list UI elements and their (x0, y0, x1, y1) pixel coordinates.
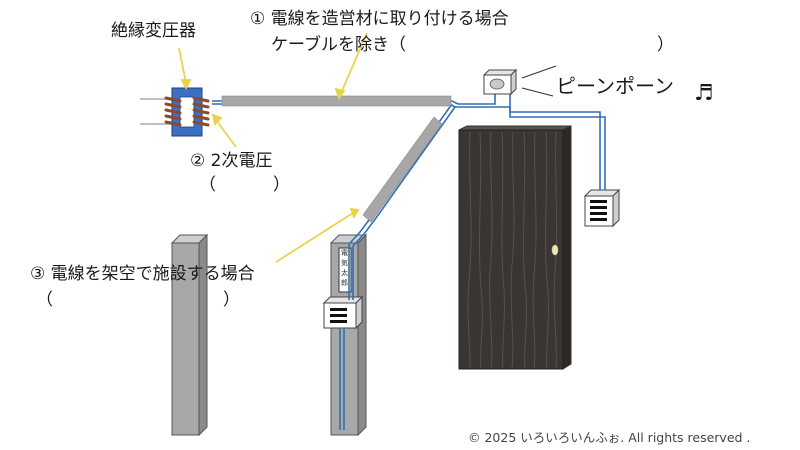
indoor-intercom (583, 188, 621, 228)
left-pillar (170, 233, 209, 437)
case2-title: ② 2次電圧 (190, 151, 273, 171)
transformer-label: 絶縁変圧器 (111, 21, 196, 41)
gate-intercom (322, 295, 364, 330)
case3-answer-open: （ (36, 290, 53, 310)
callout-pointers (178, 32, 368, 263)
case1-subtitle: ケーブルを除き（ (271, 35, 406, 55)
chime-unit (482, 68, 518, 96)
chime-sound-text: ピーンポーン (556, 74, 674, 98)
case2-answer-close: ） (273, 175, 290, 195)
cable-sleeve-horizontal (221, 95, 452, 107)
case3-answer-close: ） (223, 290, 240, 310)
transformer (164, 87, 210, 137)
case1-answer-close: ） (657, 35, 674, 55)
nameplate (338, 247, 352, 293)
case1-title: ① 電線を造営材に取り付ける場合 (250, 9, 509, 29)
cable-sleeve-diagonal (362, 116, 443, 223)
case2-answer-open: （ (199, 175, 216, 195)
door (458, 125, 572, 370)
case3-title: ③ 電線を架空で施設する場合 (30, 264, 255, 284)
music-note-icon: ♬ (694, 81, 714, 106)
sound-lines (521, 65, 557, 97)
nameplate-text: 電気太郎 (341, 249, 348, 287)
copyright-text: © 2025 いろいろいんふぉ. All rights reserved . (468, 430, 751, 445)
